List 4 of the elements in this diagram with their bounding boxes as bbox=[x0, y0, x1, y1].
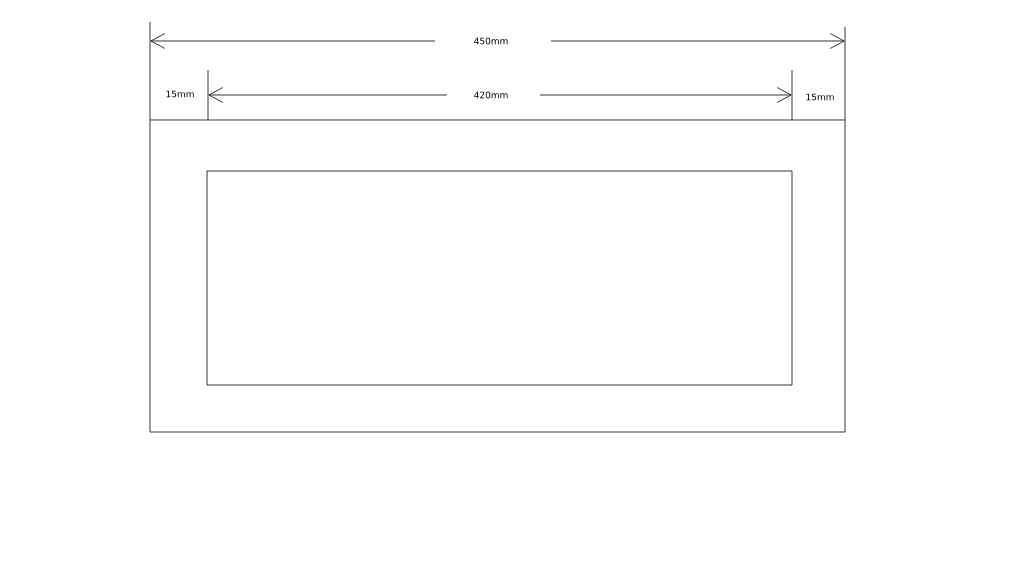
dimension-label: 450mm bbox=[474, 37, 508, 45]
dimension-label: 15mm bbox=[806, 93, 834, 101]
dimension-label: 420mm bbox=[474, 91, 508, 99]
dimension-label: 15mm bbox=[166, 90, 194, 98]
